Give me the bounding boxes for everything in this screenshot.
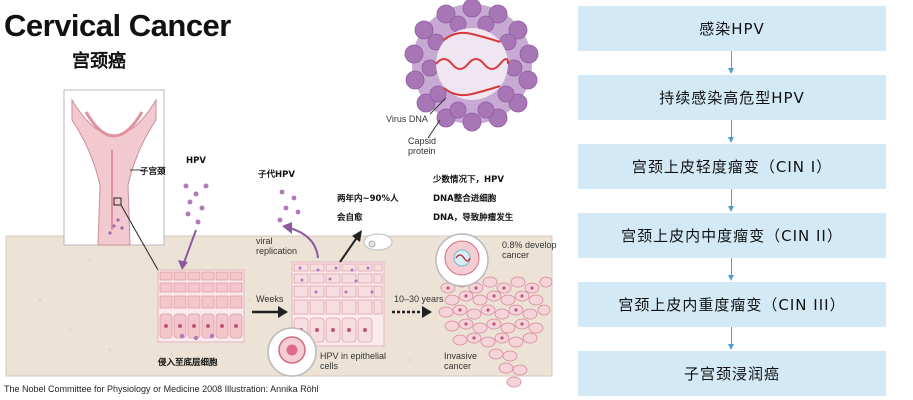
flow-step-cin3: 宫颈上皮内重度瘤变（CIN III） [578,282,886,327]
flow-connector [731,258,732,277]
label-weeks: Weeks [256,294,284,304]
illustration-credit: The Nobel Committee for Physiology or Me… [4,384,319,394]
label-percent-develop: 0.8% develop [502,240,557,250]
label-capsid-protein: protein [408,146,436,156]
label-invasive: Invasive [444,351,478,361]
label-years: 10–30 years [394,294,444,304]
label-cells: cells [320,361,339,371]
label-invade-basal: 侵入至底层细胞 [158,358,218,368]
illustration-canvas [5,0,553,388]
flow-step-cin1: 宫颈上皮轻度瘤变（CIN I） [578,144,886,189]
title-chinese: 宫颈癌 [72,51,126,72]
hpv-particles [183,183,209,225]
cleared-cell-icon [363,233,393,251]
flow-step-cin2: 宫颈上皮内中度瘤变（CIN II） [578,213,886,258]
label-virus-dna: Virus DNA [386,114,428,124]
label-two-years-2: 会自愈 [337,213,363,223]
viral-replication-arrow [289,227,319,259]
magnified-cell [267,327,317,377]
flow-step-infection: 感染HPV [578,6,886,51]
label-few-cases-1: 少数情况下，HPV [433,175,504,185]
label-few-cases-3: DNA，导致肿瘤发生 [433,213,514,223]
capsid-leader [427,119,441,139]
label-viral: viral [256,236,273,246]
hpv-virion [404,0,539,132]
cervical-cancer-illustration: Cervical Cancer 宫颈癌 子宫颈 HPV 子代HPV Virus … [4,0,557,394]
progression-flowchart: 感染HPV 持续感染高危型HPV 宫颈上皮轻度瘤变（CIN I） 宫颈上皮内中度… [578,6,886,400]
daughter-hpv-particles [277,189,301,223]
tissue-stage-1 [157,269,245,343]
label-daughter-hpv: 子代HPV [258,170,295,180]
flow-arrow-icon [728,275,734,281]
clearance-arrow [339,235,359,263]
flow-step-persistent-infection: 持续感染高危型HPV [578,75,886,120]
label-two-years-1: 两年内~90%人 [337,194,399,204]
flow-step-invasive-cancer: 子宫颈浸润癌 [578,351,886,396]
label-hpv: HPV [186,156,206,166]
label-percent-cancer: cancer [502,250,530,260]
invasive-cancer-nuclei [446,286,534,340]
cancer-cell-inset [435,233,489,287]
flow-arrow-icon [728,68,734,74]
flow-connector [731,120,732,139]
flow-arrow-icon [728,206,734,212]
label-replication: replication [256,246,298,256]
flow-connector [731,327,732,346]
label-few-cases-2: DNA整合进细胞 [433,194,497,204]
inset-zoom-box [113,197,122,206]
label-hpv-epithelial: HPV in epithelial [320,351,387,361]
zoom-connector-line [120,204,159,271]
tissue-stage-2 [291,261,385,347]
label-capsid: Capsid [408,136,437,146]
virus-dna-leader [429,97,447,115]
label-cervix: 子宫颈 [140,167,166,177]
label-cancer: cancer [444,361,472,371]
flow-arrow-icon [728,137,734,143]
virus-dna-strand [435,58,509,70]
flow-connector [731,51,732,70]
title-english: Cervical Cancer [4,8,231,43]
flow-connector [731,189,732,208]
flow-arrow-icon [728,344,734,350]
